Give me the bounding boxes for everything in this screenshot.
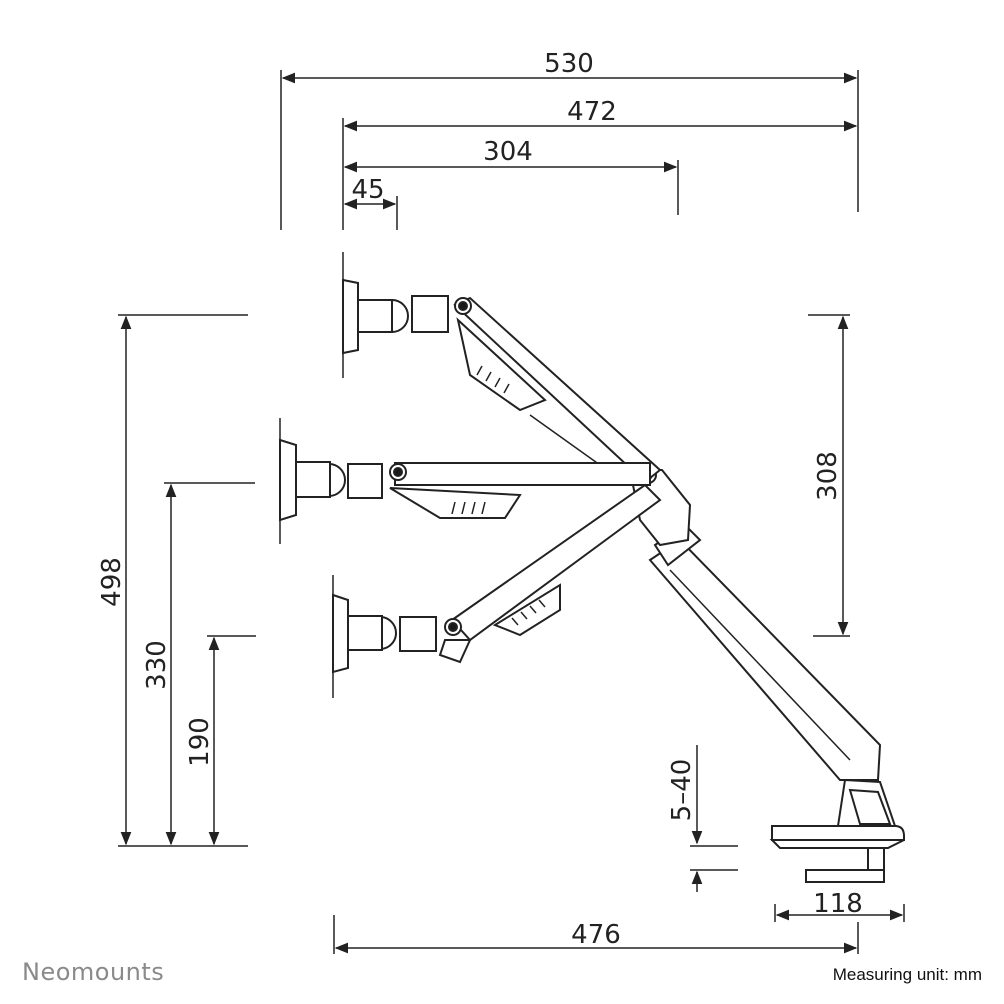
dim-308: 308 xyxy=(808,314,850,637)
dim-45-label: 45 xyxy=(351,175,384,205)
dim-498-label: 498 xyxy=(97,557,127,607)
dim-5-40: 5–40 xyxy=(667,745,738,892)
dim-472-label: 472 xyxy=(567,97,617,127)
dim-476: 476 xyxy=(333,915,859,954)
dim-308-label: 308 xyxy=(813,451,843,501)
measuring-unit-note: Measuring unit: mm xyxy=(832,965,982,984)
dim-498: 498 xyxy=(97,314,248,847)
dim-118-label: 118 xyxy=(813,889,863,919)
dim-190: 190 xyxy=(185,635,256,846)
arm-position-bottom xyxy=(332,483,662,698)
dim-530: 530 xyxy=(280,49,859,230)
arm-position-top xyxy=(342,252,662,484)
vent-slots xyxy=(476,365,510,394)
dim-530-label: 530 xyxy=(544,49,594,79)
desk-clamp xyxy=(769,778,905,883)
lower-arm xyxy=(648,523,882,781)
dim-472: 472 xyxy=(342,97,858,230)
monitor-arm-drawing xyxy=(279,252,905,883)
dim-5-40-label: 5–40 xyxy=(667,759,697,822)
dim-190-label: 190 xyxy=(185,717,215,767)
dim-304-label: 304 xyxy=(483,137,533,167)
vent-slots xyxy=(511,599,546,626)
vent-slots xyxy=(451,501,486,515)
brand-logo-text: Neomounts xyxy=(22,958,165,986)
arm-position-middle xyxy=(279,418,651,544)
dim-330: 330 xyxy=(142,482,255,846)
dim-45: 45 xyxy=(343,175,398,230)
dim-476-label: 476 xyxy=(571,920,621,950)
dim-304: 304 xyxy=(343,137,679,215)
dim-330-label: 330 xyxy=(142,640,172,690)
dim-118: 118 xyxy=(774,889,905,922)
